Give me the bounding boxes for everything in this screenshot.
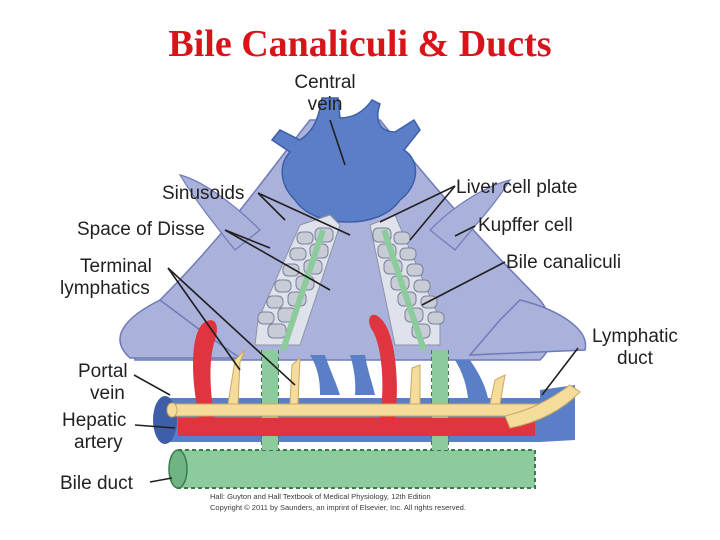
leader-lines [133, 119, 579, 483]
label-portal-vein: Portal vein [78, 361, 128, 404]
label-terminal-lymphatics: Terminal lymphatics [60, 256, 152, 299]
label-bile-canaliculi: Bile canaliculi [506, 252, 622, 273]
bile-canaliculus-right [381, 229, 427, 351]
label-liver-cell-plate: Liver cell plate [456, 177, 578, 198]
sinusoid-outflow-right [455, 360, 488, 398]
copyright-credit: Hall: Guyton and Hall Textbook of Medica… [210, 492, 466, 512]
label-sinusoids: Sinusoids [162, 183, 245, 204]
sinusoid-outflow-left [310, 355, 340, 395]
label-central-vein: Central vein [294, 72, 356, 115]
label-space-of-disse: Space of Disse [77, 219, 205, 240]
portal-lymph-cut-end [166, 402, 178, 418]
diagram-title: Bile Canaliculi & Ducts [168, 23, 552, 65]
label-kupffer-cell: Kupffer cell [478, 215, 573, 236]
lymphatic-duct [504, 384, 581, 429]
terminal-lymphatics [171, 349, 546, 417]
label-bile-duct: Bile duct [60, 473, 133, 494]
label-hepatic-artery: Hepatic artery [62, 410, 127, 453]
sinusoid-network [119, 119, 587, 361]
label-lymphatic-duct: Lymphatic duct [592, 326, 678, 369]
bile-canaliculus-left [280, 229, 326, 351]
central-vein [270, 97, 421, 223]
sinusoid-outflow-mid [350, 355, 375, 395]
hepatic-artery [178, 314, 535, 436]
